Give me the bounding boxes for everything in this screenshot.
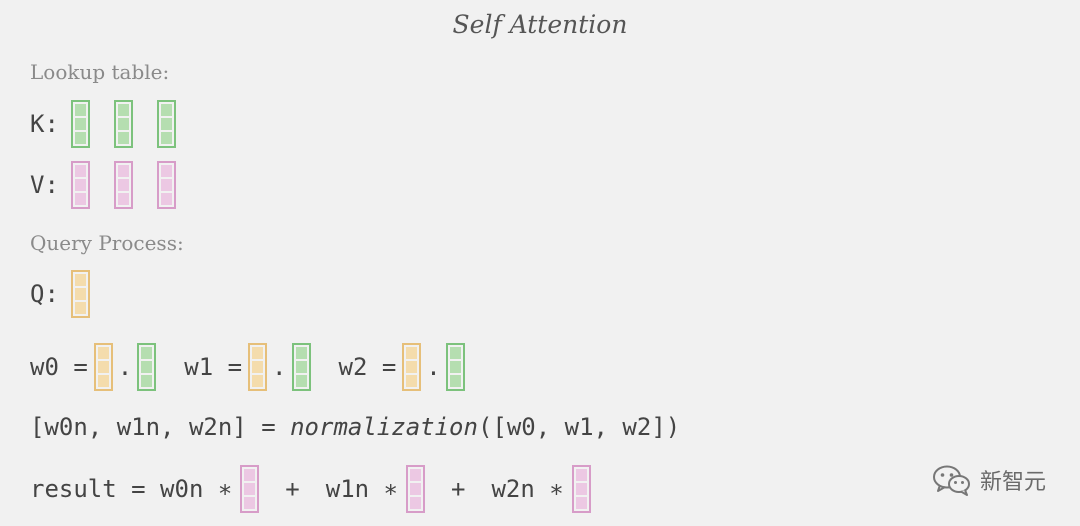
w0-dot: .	[117, 353, 133, 381]
diagram-title: Self Attention	[452, 10, 628, 39]
wechat-icon	[932, 464, 972, 496]
w1-query-vector	[248, 343, 268, 391]
w0-query-vector	[93, 343, 113, 391]
w2-dot: .	[426, 353, 441, 381]
value-vector-3	[156, 161, 176, 209]
result-value-vector-2	[406, 465, 425, 513]
result-plus-2: +	[451, 475, 466, 503]
w0-key-vector	[137, 343, 157, 391]
key-vector-3	[156, 100, 176, 148]
w0-label: w0 =	[30, 353, 88, 381]
result-value-vector-1	[240, 465, 260, 513]
query-vector	[70, 270, 90, 318]
normalization-function: normalization	[290, 413, 478, 441]
value-vector-2	[113, 161, 133, 209]
weights-row: w0 = . w1 = . w2 = .	[30, 343, 465, 391]
query-row: Q:	[30, 270, 90, 318]
w2-label: w2 =	[338, 353, 397, 381]
normalization-right: ([w0, w1, w2])	[477, 413, 681, 441]
value-vector-1	[70, 161, 90, 209]
normalization-left: [w0n, w1n, w2n] =	[30, 413, 291, 441]
w2-query-vector	[402, 343, 422, 391]
key-row: K:	[30, 100, 176, 148]
w1-dot: .	[272, 353, 287, 381]
watermark-logo: 新智元	[932, 464, 1046, 496]
logo-text: 新智元	[979, 470, 1046, 495]
result-plus-1: +	[285, 475, 300, 503]
value-row: V:	[30, 161, 176, 209]
value-label: V:	[30, 171, 59, 199]
query-process-heading: Query Process:	[30, 231, 184, 255]
result-prefix: result = w0n ∗	[30, 475, 233, 503]
w2-key-vector	[445, 343, 465, 391]
query-label: Q:	[30, 280, 59, 308]
key-label: K:	[30, 110, 59, 138]
result-end: w2n ∗	[491, 475, 564, 503]
result-mid: w1n ∗	[325, 475, 398, 503]
key-vector-1	[70, 100, 90, 148]
w1-label: w1 =	[184, 353, 243, 381]
w1-key-vector	[291, 343, 311, 391]
lookup-table-heading: Lookup table:	[30, 60, 170, 84]
normalization-row: [w0n, w1n, w2n] = normalization([w0, w1,…	[30, 413, 680, 441]
result-row: result = w0n ∗ + w1n ∗ + w2n ∗	[30, 465, 591, 513]
result-value-vector-3	[571, 465, 591, 513]
key-vector-2	[113, 100, 133, 148]
